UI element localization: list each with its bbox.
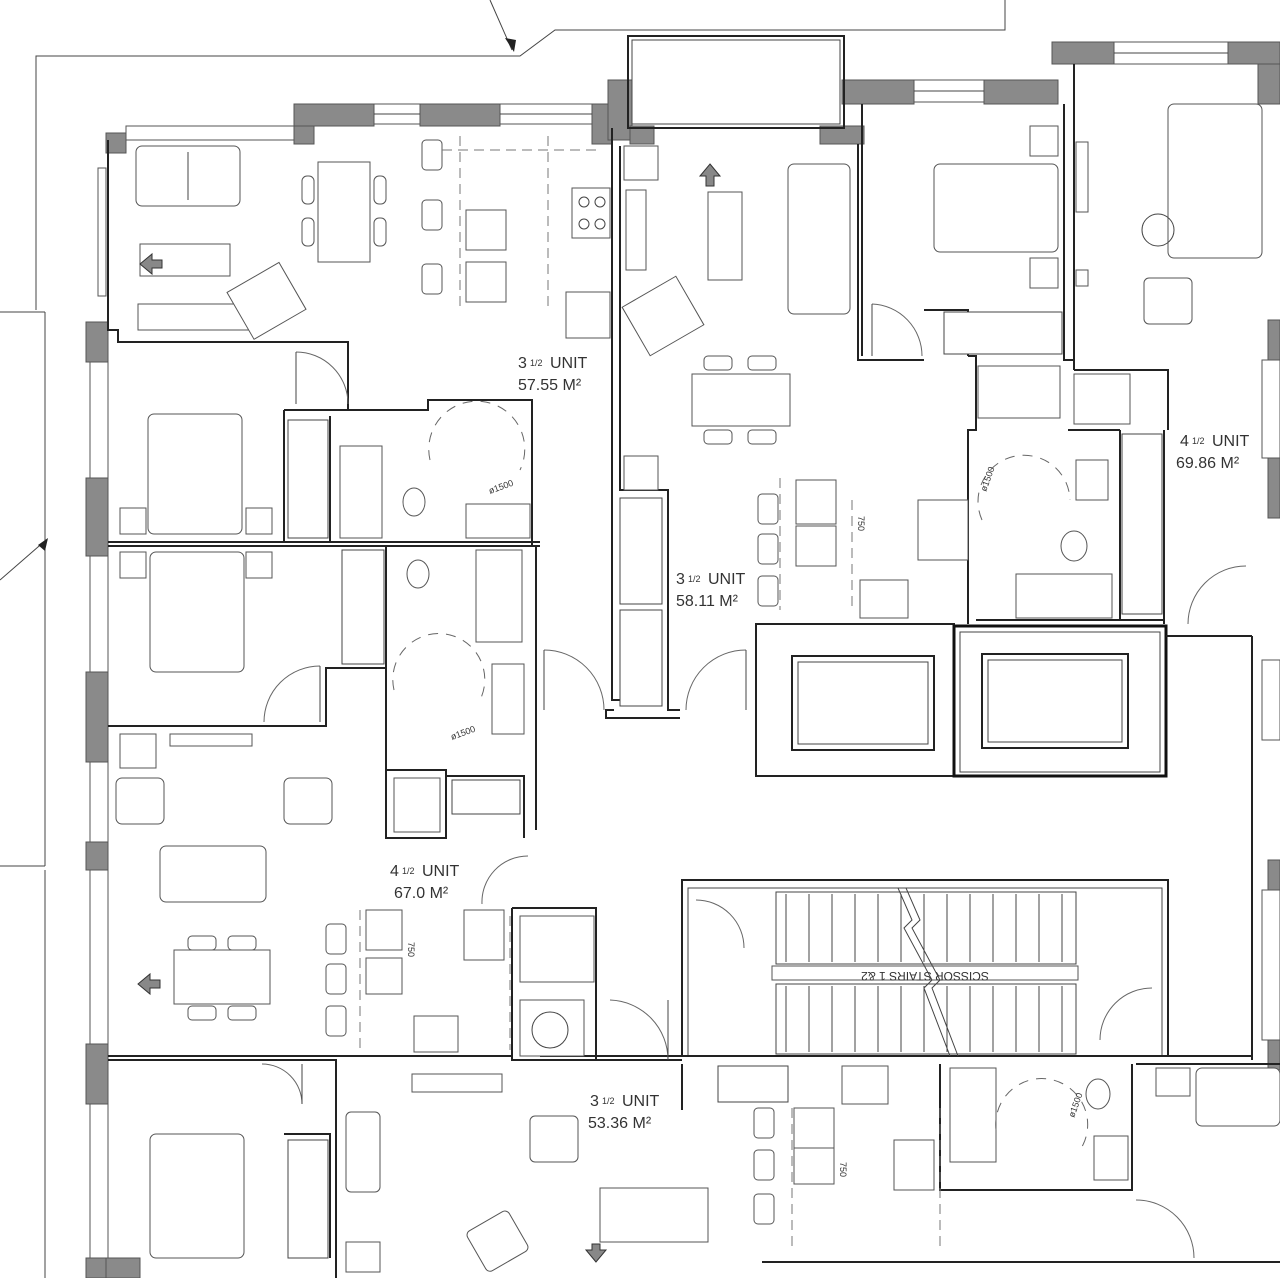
- dashed-lines: [359, 136, 941, 1250]
- svg-text:57.55 M²: 57.55 M²: [518, 377, 582, 394]
- svg-text:3: 3: [590, 1093, 599, 1110]
- svg-text:1/2: 1/2: [402, 866, 415, 876]
- svg-text:1/2: 1/2: [1192, 436, 1205, 446]
- unit-label-d: 4 1/2 UNIT 67.0 M²: [390, 863, 460, 902]
- arrow-down-icon: [584, 1243, 608, 1263]
- scissor-stairs: SCISSOR STAIRS 1 &2: [771, 887, 1079, 1057]
- unit-label-b: 3 1/2 UNIT 58.11 M²: [676, 571, 746, 610]
- unit-label-a: 3 1/2 UNIT 57.55 M²: [518, 355, 588, 394]
- interior-walls: [107, 64, 1280, 1278]
- svg-text:4: 4: [390, 863, 399, 880]
- site-lines: [0, 0, 1006, 1278]
- svg-text:1/2: 1/2: [602, 1096, 615, 1106]
- svg-text:53.36 M²: 53.36 M²: [588, 1115, 652, 1132]
- svg-text:UNIT: UNIT: [550, 355, 588, 372]
- svg-text:3: 3: [518, 355, 527, 372]
- stair-treads-bottom: [785, 986, 1063, 1052]
- svg-text:UNIT: UNIT: [422, 863, 460, 880]
- svg-text:1/2: 1/2: [530, 358, 543, 368]
- dim-750: 750: [838, 1162, 848, 1177]
- svg-text:3: 3: [676, 571, 685, 588]
- arrows: [137, 163, 722, 1263]
- unit-labels: 3 1/2 UNIT 57.55 M² 3 1/2 UNIT 58.11 M² …: [390, 355, 1250, 1132]
- furniture: [115, 103, 1280, 1273]
- exterior-walls: [85, 41, 1280, 1278]
- arrow-left-icon: [137, 972, 161, 996]
- svg-text:69.86 M²: 69.86 M²: [1176, 455, 1240, 472]
- stair-treads-top: [785, 894, 1063, 962]
- svg-text:67.0 M²: 67.0 M²: [394, 885, 449, 902]
- svg-text:UNIT: UNIT: [708, 571, 746, 588]
- door-swings: [261, 303, 1247, 1259]
- turning-circle-label: ø1500: [1066, 1091, 1084, 1118]
- svg-text:58.11 M²: 58.11 M²: [676, 593, 739, 610]
- windows: [89, 35, 1280, 1259]
- svg-text:1/2: 1/2: [688, 574, 701, 584]
- dim-750: 750: [406, 942, 416, 957]
- turning-circle-label: ø1500: [487, 478, 514, 496]
- turning-circle-label: ø1500: [449, 724, 476, 742]
- svg-text:UNIT: UNIT: [622, 1093, 660, 1110]
- stairs-label: SCISSOR STAIRS 1 &2: [861, 969, 989, 983]
- arrow-left-icon: [139, 252, 163, 276]
- unit-label-c: 4 1/2 UNIT 69.86 M²: [1176, 433, 1250, 472]
- closets: [287, 311, 1163, 1259]
- dim-750: 750: [856, 516, 866, 531]
- turning-circle-label: ø1500: [978, 465, 996, 492]
- svg-text:UNIT: UNIT: [1212, 433, 1250, 450]
- svg-text:4: 4: [1180, 433, 1189, 450]
- unit-label-e: 3 1/2 UNIT 53.36 M²: [588, 1093, 660, 1132]
- arrow-up-icon: [698, 163, 722, 187]
